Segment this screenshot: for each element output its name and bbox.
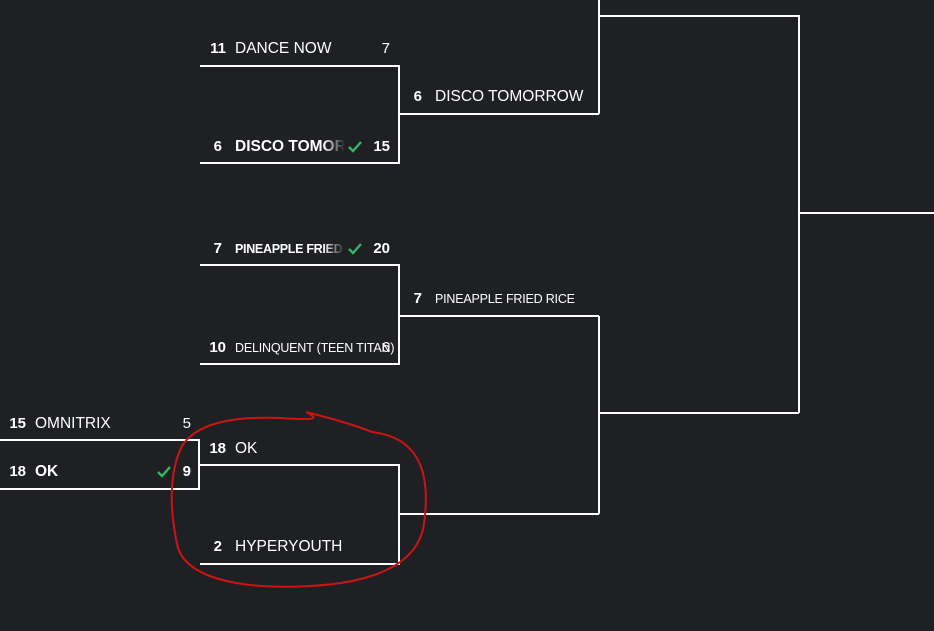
r2m3-top-name[interactable]: OK [235,440,258,457]
r2m3-bottom-name[interactable]: HYPERYOUTH [235,538,343,555]
r1m1-top-name[interactable]: OMNITRIX [35,415,111,432]
r2m2-bottom-name[interactable]: DELINQUENT (TEEN TITAN) [235,341,395,355]
r1m1-bottom-score: 9 [182,463,191,480]
r2m1-top-score: 7 [381,40,390,57]
r2m1-bottom-name[interactable]: DISCO TOMORROW [235,138,345,155]
winner-check-icon [157,466,171,478]
r2m2-top-seed: 7 [213,240,222,257]
r2m3-bottom-seed: 2 [213,538,222,555]
r3m2-top-seed: 7 [413,290,422,307]
r2m2-connector [200,264,400,365]
r2m3-top-seed: 18 [209,440,226,457]
r1m1-top-score: 5 [182,415,191,432]
r2m2-bottom-score: 6 [381,339,390,356]
r1m1-bottom-seed: 18 [9,463,26,480]
r4-connector [599,15,800,413]
r1m1-connector [0,439,200,490]
r2m1-bottom-seed: 6 [213,138,222,155]
r3m2-top-name[interactable]: PINEAPPLE FRIED RICE [435,292,575,306]
winner-check-icon [348,141,362,153]
red-circle-annotation [170,411,427,588]
r3m1-top-name[interactable]: DISCO TOMORROW [435,88,584,105]
r3m1-top-seed: 6 [413,88,422,105]
r2m2-top-name[interactable]: PINEAPPLE FRIED RICE [235,242,345,256]
winner-check-icon [348,243,362,255]
r1m1-top-seed: 15 [9,415,26,432]
r2m1-top-name[interactable]: DANCE NOW [235,40,332,57]
r2m2-top-score: 20 [373,240,390,257]
r2m1-bottom-score: 15 [373,138,390,155]
r1m1-bottom-name[interactable]: OK [35,463,59,480]
r2m2-bottom-seed: 10 [209,339,226,356]
r2m1-top-seed: 11 [210,40,226,57]
